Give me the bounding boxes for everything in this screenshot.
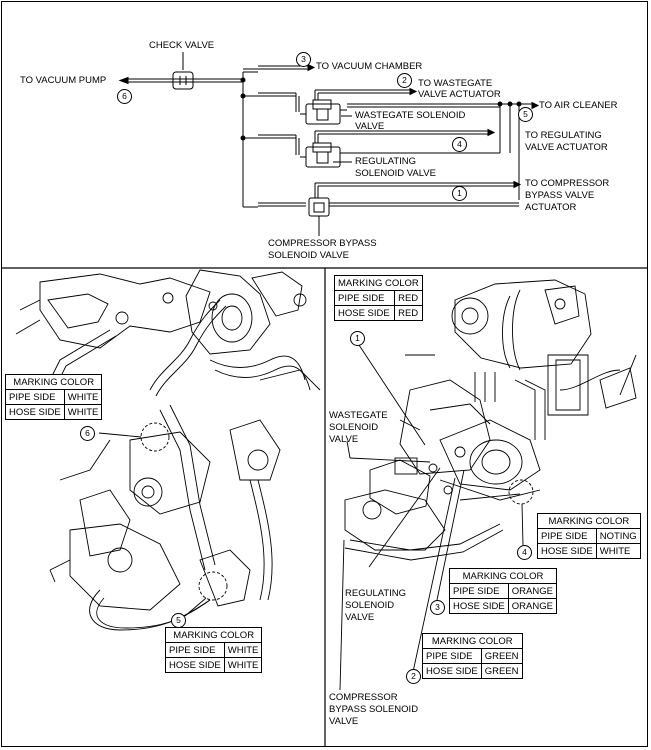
to-regulating-label-2: VALVE ACTUATOR	[525, 142, 608, 153]
callout-1: 1	[452, 186, 467, 201]
pipe-side-label: PIPE SIDE	[165, 642, 225, 658]
regulating-solenoid-label-3: VALVE	[345, 612, 375, 623]
pipe-side-label: PIPE SIDE	[422, 648, 482, 664]
compressor-bypass-solenoid-label-1: COMPRESSOR BYPASS	[268, 238, 377, 249]
right-callout-4: 4	[517, 545, 532, 560]
regulating-solenoid-label-2: SOLENOID	[345, 600, 395, 611]
hose-side-label: HOSE SIDE	[333, 305, 396, 321]
to-vacuum-chamber-label: TO VACUUM CHAMBER	[316, 61, 423, 72]
table-header: MARKING COLOR	[422, 633, 523, 649]
check-valve-label: CHECK VALVE	[149, 40, 215, 51]
right-callout-2: 2	[406, 669, 421, 684]
table-header: MARKING COLOR	[4, 374, 103, 390]
hose-side-label: HOSE SIDE	[5, 404, 65, 420]
to-vacuum-pump-label: TO VACUUM PUMP	[20, 75, 107, 86]
pipe-side-label: PIPE SIDE	[333, 290, 396, 306]
hose-side-label: HOSE SIDE	[165, 657, 225, 673]
to-wastegate-label-1: TO WASTEGATE	[418, 78, 493, 89]
hose-side-label: HOSE SIDE	[537, 543, 597, 559]
hose-side-value: WHITE	[595, 543, 641, 559]
regulating-solenoid-label-1: REGULATING	[355, 156, 417, 167]
callout-2: 2	[397, 73, 412, 88]
pipe-side-value: WHITE	[63, 389, 103, 405]
hose-side-value: RED	[394, 305, 423, 321]
wastegate-solenoid-label-3: VALVE	[329, 434, 359, 445]
table-header: MARKING COLOR	[537, 513, 641, 529]
to-wastegate-label-2: VALVE ACTUATOR	[418, 89, 501, 100]
to-compressor-label-3: ACTUATOR	[525, 202, 577, 213]
callout-3: 3	[296, 52, 311, 67]
pipe-side-value: WHITE	[223, 642, 263, 658]
hose-side-label: HOSE SIDE	[422, 663, 482, 679]
pipe-side-value: RED	[394, 290, 423, 306]
regulating-solenoid-label-2: SOLENOID VALVE	[355, 168, 436, 179]
to-compressor-label-2: BYPASS VALVE	[525, 190, 595, 201]
right-callout-3: 3	[430, 600, 445, 615]
compressor-bypass-label-3: VALVE	[329, 716, 359, 727]
pipe-side-value: NOTING	[595, 528, 641, 544]
callout-6: 6	[117, 89, 132, 104]
hose-side-value: GREEN	[480, 663, 523, 679]
hose-side-value: WHITE	[63, 404, 103, 420]
to-air-cleaner-label: TO AIR CLEANER	[539, 100, 618, 111]
to-compressor-label-1: TO COMPRESSOR	[525, 178, 610, 189]
to-regulating-label-1: TO REGULATING	[525, 130, 602, 141]
wastegate-solenoid-label-1: WASTEGATE SOLENOID	[355, 110, 466, 121]
pipe-side-label: PIPE SIDE	[537, 528, 597, 544]
wastegate-solenoid-label-2: SOLENOID	[329, 422, 379, 433]
hose-side-value: WHITE	[223, 657, 263, 673]
wastegate-solenoid-label-2: VALVE	[355, 121, 385, 132]
compressor-bypass-label-1: COMPRESSOR	[329, 692, 398, 703]
table-header: MARKING COLOR	[164, 627, 263, 643]
pipe-side-label: PIPE SIDE	[5, 389, 65, 405]
pipe-side-value: GREEN	[480, 648, 523, 664]
callout-4: 4	[452, 137, 467, 152]
table-header: MARKING COLOR	[449, 568, 557, 584]
table-header: MARKING COLOR	[334, 275, 423, 291]
compressor-bypass-label-2: BYPASS SOLENOID	[329, 704, 419, 715]
pipe-side-value: ORANGE	[507, 583, 557, 599]
pipe-side-label: PIPE SIDE	[449, 583, 509, 599]
right-callout-1: 1	[350, 331, 365, 346]
hose-side-label: HOSE SIDE	[449, 598, 509, 614]
compressor-bypass-solenoid-label-2: SOLENOID VALVE	[268, 250, 349, 261]
regulating-solenoid-label-1: REGULATING	[345, 588, 407, 599]
wastegate-solenoid-label-1: WASTEGATE	[329, 410, 388, 421]
left-callout-5: 5	[171, 613, 186, 628]
left-callout-6: 6	[80, 426, 95, 441]
callout-5: 5	[518, 107, 533, 122]
hose-side-value: ORANGE	[507, 598, 557, 614]
